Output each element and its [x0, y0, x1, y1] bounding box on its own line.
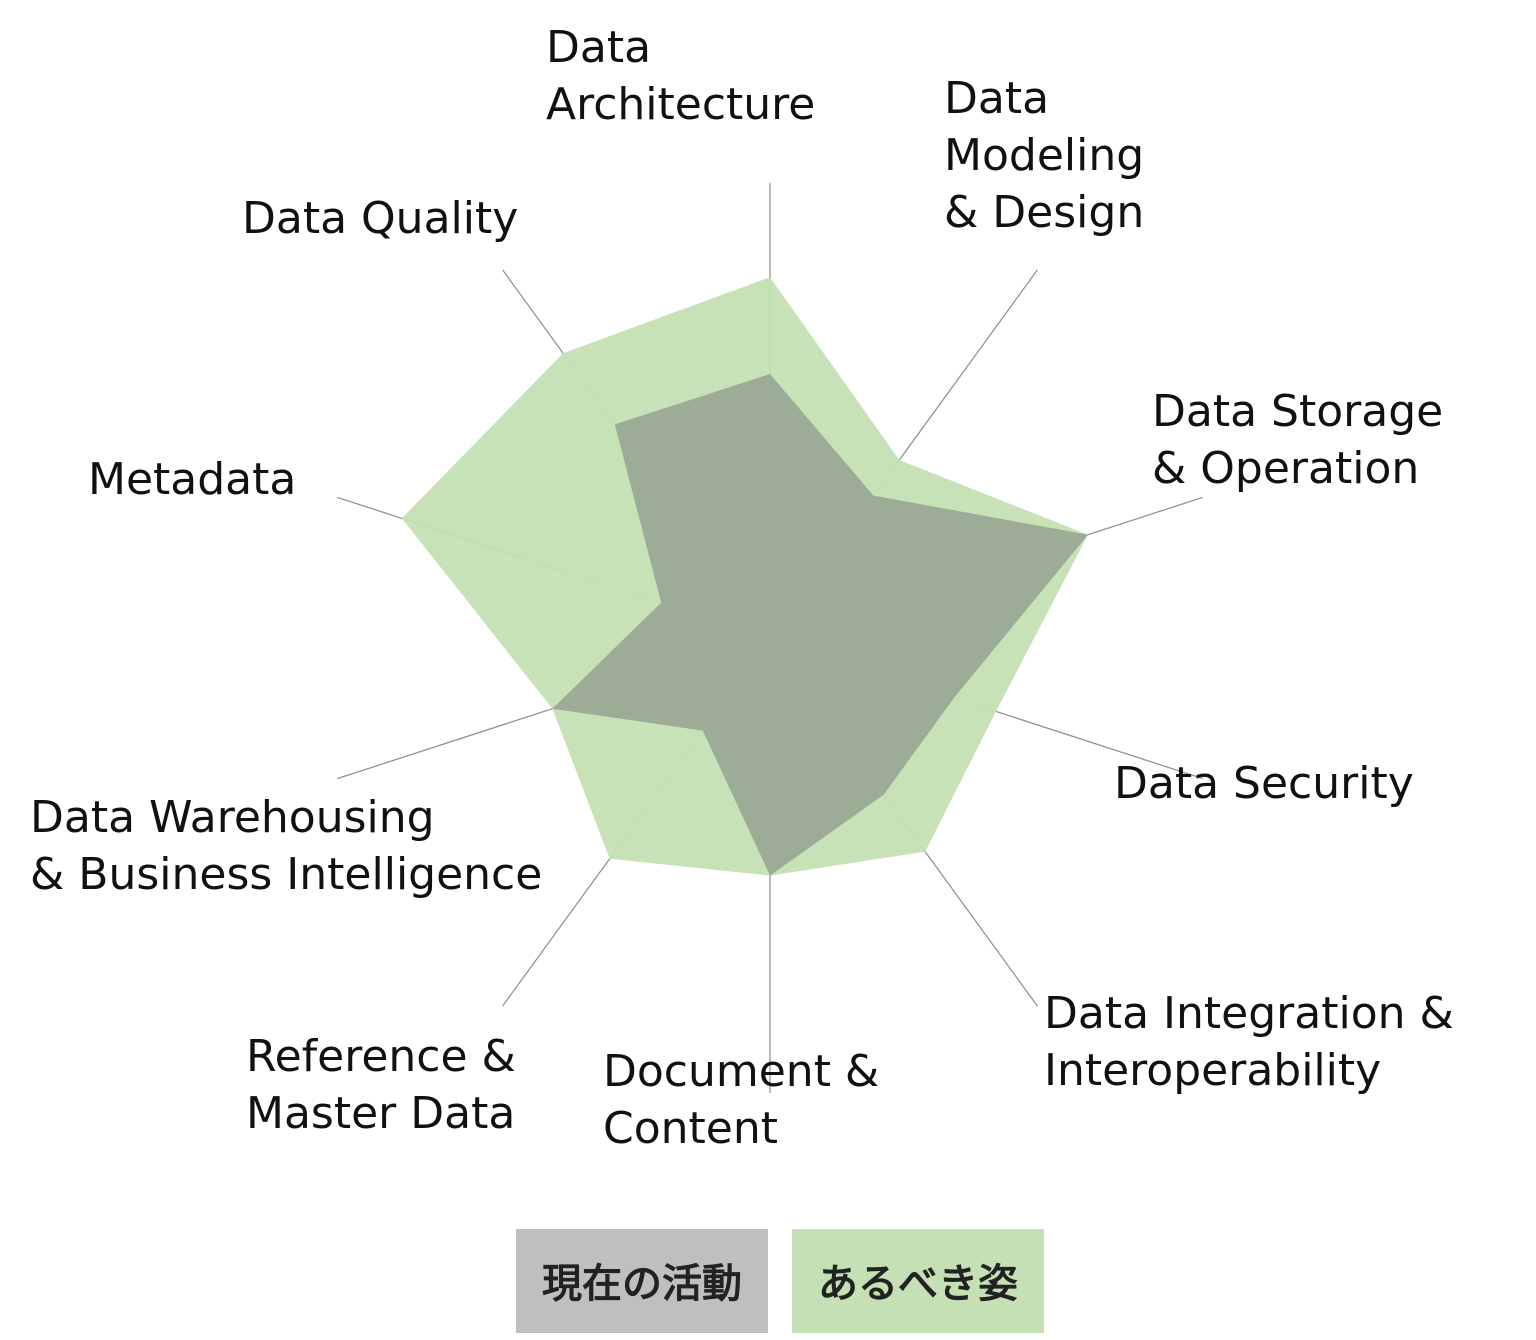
axis-label-3-line-0: Data Security: [1114, 758, 1414, 809]
axis-label-9-line-0: Data Quality: [242, 193, 518, 244]
axis-label-1-line-2: & Design: [944, 187, 1144, 238]
axis-label-6-line-1: Master Data: [246, 1088, 515, 1139]
axis-label-4: Data Integration & Interoperability: [1044, 988, 1454, 1096]
axis-label-1-line-1: Modeling: [944, 130, 1144, 181]
axis-label-8-line-0: Metadata: [88, 454, 296, 505]
legend-swatch-current: [516, 1229, 768, 1333]
axis-label-0-line-0: Data: [546, 22, 651, 73]
series-layer: [401, 277, 1088, 876]
axis-label-4-line-0: Data Integration &: [1044, 988, 1454, 1039]
legend-swatch-target: [792, 1229, 1044, 1333]
axis-label-2-line-0: Data Storage: [1152, 386, 1443, 437]
axis-label-9: Data Quality: [242, 193, 518, 244]
axis-label-7-line-1: & Business Intelligence: [30, 849, 542, 900]
axis-label-8: Metadata: [88, 454, 296, 505]
axis-label-5-line-0: Document &: [603, 1046, 879, 1097]
axis-label-2: Data Storage & Operation: [1152, 386, 1443, 494]
axis-label-2-line-1: & Operation: [1152, 443, 1419, 494]
axis-label-3: Data Security: [1114, 758, 1414, 809]
legend-label-target: あるべき姿: [818, 1261, 1018, 1307]
axis-label-7-line-0: Data Warehousing: [30, 792, 435, 843]
axis-label-7: Data Warehousing & Business Intelligence: [30, 792, 542, 900]
axis-label-4-line-1: Interoperability: [1044, 1045, 1381, 1096]
legend-label-current: 現在の活動: [542, 1261, 742, 1307]
series-area-1: [552, 374, 1088, 876]
legend: 現在の活動 あるべき姿: [516, 1229, 1044, 1333]
axis-label-1-line-0: Data: [944, 73, 1049, 124]
axis-label-0-line-1: Architecture: [546, 79, 815, 130]
axis-label-6: Reference & Master Data: [246, 1031, 516, 1139]
axis-label-5-line-1: Content: [603, 1103, 778, 1154]
axis-label-5: Document & Content: [603, 1046, 879, 1154]
axis-label-6-line-0: Reference &: [246, 1031, 516, 1082]
